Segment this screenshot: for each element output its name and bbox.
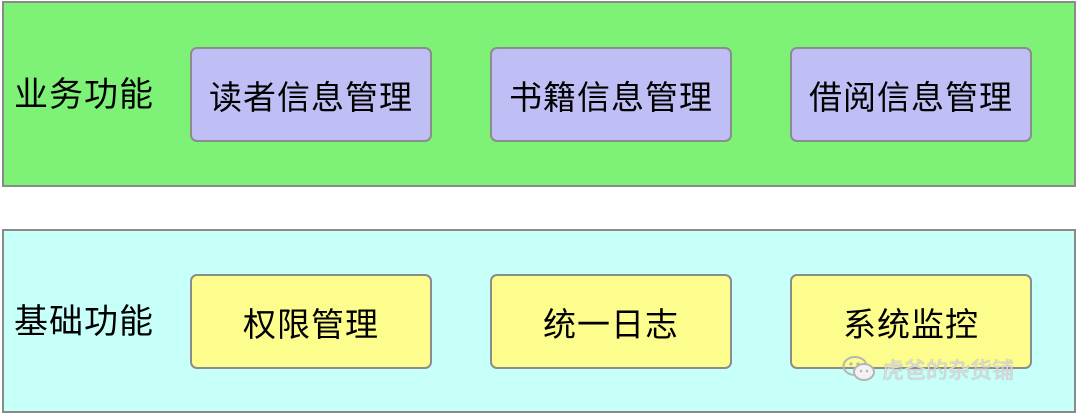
module-permission[interactable]: 权限管理 (190, 274, 432, 369)
module-borrow-info[interactable]: 借阅信息管理 (790, 47, 1032, 142)
watermark: 虎爸的杂货铺 (842, 352, 1014, 386)
business-layer-label: 业务功能 (14, 75, 154, 115)
module-reader-info[interactable]: 读者信息管理 (190, 47, 432, 142)
module-logging[interactable]: 统一日志 (490, 274, 732, 369)
base-layer-label: 基础功能 (14, 302, 154, 342)
module-monitoring[interactable]: 系统监控 (790, 274, 1032, 369)
business-layer: 业务功能 读者信息管理 书籍信息管理 借阅信息管理 (2, 1, 1076, 187)
module-book-info[interactable]: 书籍信息管理 (490, 47, 732, 142)
watermark-text: 虎爸的杂货铺 (882, 359, 1015, 384)
base-layer: 基础功能 权限管理 统一日志 系统监控 (2, 229, 1076, 413)
wechat-icon (842, 356, 875, 381)
